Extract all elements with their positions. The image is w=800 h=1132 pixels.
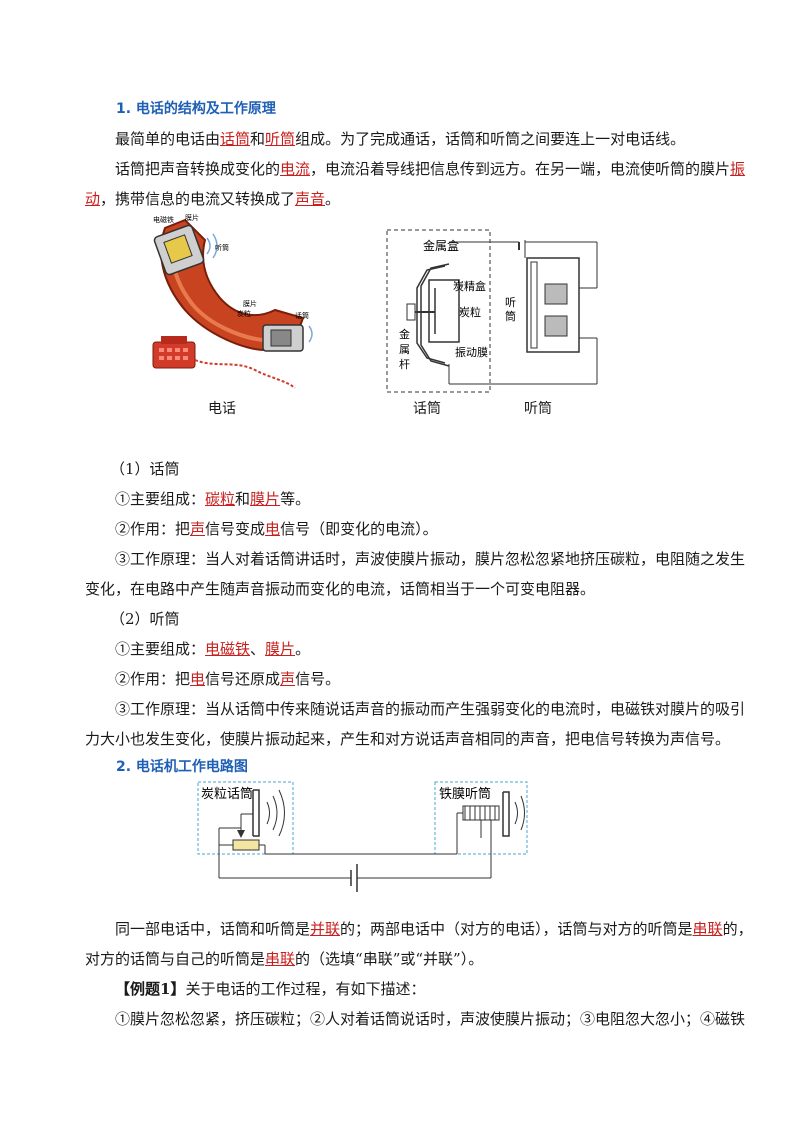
- label-metal-post: 金属杆: [399, 327, 410, 371]
- caption-receiver: 听筒: [524, 401, 552, 417]
- paragraph-conversion-2: 动，携带信息的电流又转换成了声音。: [85, 190, 341, 208]
- answer-current: 电流: [280, 160, 311, 178]
- caption-mouthpiece: 话筒: [413, 401, 441, 417]
- example-tag: 【例题1】: [115, 980, 186, 998]
- answer-mouthpiece: 话筒: [220, 130, 251, 148]
- label-diaphragm: 振动膜: [455, 345, 488, 359]
- label-carbon-small: 炭粒: [237, 309, 251, 318]
- label-carbon-box: 炭精盒: [453, 279, 486, 293]
- part2-heading: （2）听筒: [110, 610, 180, 628]
- part1-line2: ②作用：把声信号变成电信号（即变化的电流）。: [115, 520, 438, 538]
- paragraph-composition: 最简单的电话由话筒和听筒组成。为了完成通话，话筒和听筒之间要连上一对电话线。: [115, 130, 686, 148]
- label-earpiece-small: 听筒: [215, 243, 229, 252]
- section1-title: 1. 电话的结构及工作原理: [116, 101, 276, 117]
- part1-heading: （1）话筒: [110, 460, 180, 478]
- caption-telephone: 电话: [208, 401, 236, 417]
- summary-line1: 同一部电话中，话筒和听筒是并联的；两部电话中（对方的电话），话筒与对方的听筒是串…: [115, 920, 753, 938]
- answer-earpiece: 听筒: [265, 130, 296, 148]
- answer-series-2: 串联: [265, 950, 296, 968]
- label-metal-box: 金属盒: [423, 238, 459, 253]
- example-line1: 【例题1】关于电话的工作过程，有如下描述：: [115, 980, 426, 998]
- part1-line1: ①主要组成：碳粒和膜片等。: [115, 490, 311, 508]
- answer-vibrate-2: 动: [85, 190, 101, 208]
- section2-title: 2. 电话机工作电路图: [116, 759, 248, 775]
- microphone-diagram: 金属盒 炭精盒 炭粒 金属杆 振动膜 听筒: [386, 229, 598, 393]
- answer-parallel: 并联: [310, 920, 341, 938]
- label-diaphragm-top: 膜片: [185, 213, 199, 222]
- label-receiver-vertical: 听筒: [505, 296, 516, 323]
- label-carbon-mic: 炭粒话筒: [201, 786, 253, 802]
- part2-line2: ②作用：把电信号还原成声信号。: [115, 670, 341, 688]
- telephone-illustration: 电磁铁 膜片 听筒 膜片 炭粒 话筒: [152, 213, 313, 389]
- paragraph-conversion-1: 话筒把声音转换成变化的电流，电流沿着导线把信息传到远方。在另一端，电流使听筒的膜…: [115, 160, 746, 178]
- answer-series-1: 串联: [692, 920, 723, 938]
- answer-sound: 声音: [295, 190, 326, 208]
- label-electromagnet: 电磁铁: [153, 215, 174, 224]
- summary-line2: 对方的话筒与自己的听筒是串联的（选填“串联”或“并联”）。: [85, 950, 484, 968]
- answer-vibrate-1: 振: [730, 160, 746, 178]
- part1-line3a: ③工作原理：当人对着话筒讲话时，声波使膜片振动，膜片忽松忽紧地挤压碳粒，电阻随之…: [115, 550, 746, 568]
- label-iron-receiver: 铁膜听筒: [439, 786, 491, 802]
- label-diaphragm-bottom: 膜片: [243, 299, 257, 308]
- label-carbon-grain: 炭粒: [459, 305, 481, 319]
- part2-line3b: 力大小也发生变化，使膜片振动起来，产生和对方说话声音相同的声音，把电信号转换为声…: [85, 730, 731, 748]
- part2-line1: ①主要组成：电磁铁、膜片。: [115, 640, 311, 658]
- part1-line3b: 变化，在电路中产生随声音振动而变化的电流，话筒相当于一个可变电阻器。: [85, 580, 596, 598]
- label-mouthpiece-small: 话筒: [295, 311, 309, 320]
- example-line2: ①膜片忽松忽紧，挤压碳粒；②人对着话筒说话时，声波使膜片振动；③电阻忽大忽小；④…: [115, 1010, 746, 1028]
- telephone-circuit-diagram: 炭粒话筒 铁膜听筒: [197, 781, 528, 892]
- part2-line3a: ③工作原理：当从话筒中传来随说话声音的振动而产生强弱变化的电流时，电磁铁对膜片的…: [115, 700, 746, 718]
